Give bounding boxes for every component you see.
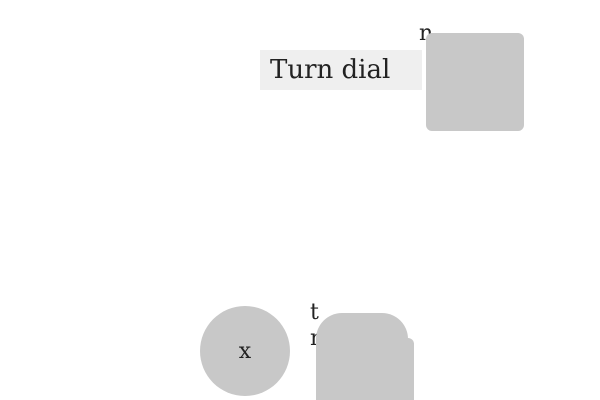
letter-label-t: t — [310, 300, 319, 325]
circle-dial[interactable]: x — [200, 306, 290, 396]
square-target[interactable] — [426, 33, 524, 131]
rounded-block-front[interactable] — [316, 313, 408, 400]
circle-label: x — [238, 338, 252, 364]
letter-label-r: r — [310, 328, 321, 350]
instruction-label: Turn dial — [260, 50, 422, 90]
